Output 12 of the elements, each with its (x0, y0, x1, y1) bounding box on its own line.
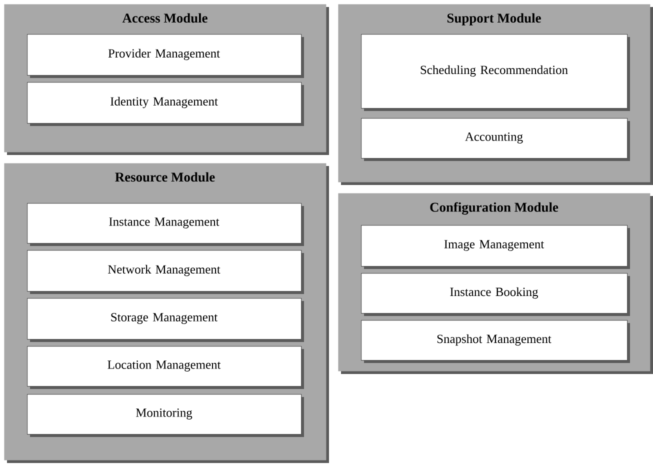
function-box: Location Management (27, 346, 304, 389)
function-box: Provider Management (27, 34, 304, 78)
function-box: Accounting (361, 118, 630, 161)
function-box: Network Management (27, 250, 304, 294)
function-box: Scheduling Recommendation (361, 34, 630, 111)
function-box: Instance Booking (361, 273, 630, 316)
function-box: Image Management (361, 224, 630, 269)
function-box: Snapshot Management (361, 320, 630, 363)
function-box: Identity Management (27, 82, 304, 126)
function-box: Storage Management (27, 298, 304, 342)
function-box: Monitoring (27, 394, 304, 437)
function-box: Instance Management (27, 202, 304, 246)
